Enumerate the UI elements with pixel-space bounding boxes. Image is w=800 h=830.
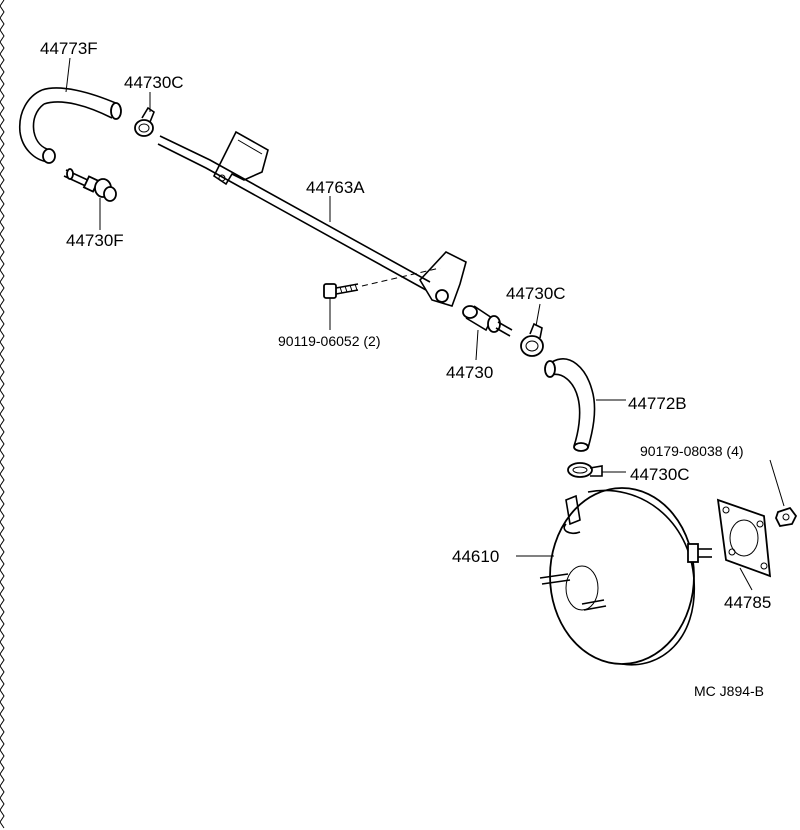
diagram-code: MC J894-B — [694, 683, 764, 699]
clamp-44730C-mid — [520, 322, 544, 357]
label-44785: 44785 — [724, 593, 771, 612]
gasket-44785 — [716, 498, 772, 578]
leader-44730C-mid — [535, 303, 541, 327]
left-border-zigzag — [0, 0, 5, 829]
label-44730: 44730 — [446, 363, 493, 382]
label-44730C-mid: 44730C — [506, 284, 566, 303]
leader-90179 — [769, 459, 785, 507]
label-90119-06052: 90119-06052 (2) — [278, 333, 380, 349]
label-44763A: 44763A — [306, 178, 365, 197]
label-44730F: 44730F — [66, 231, 124, 250]
clamp-44730C-low — [567, 462, 603, 478]
label-44730C-low: 44730C — [630, 465, 690, 484]
label-44730C-top: 44730C — [124, 73, 184, 92]
pipe-44763A — [157, 130, 467, 307]
check-valve-44730 — [462, 305, 513, 337]
hose-44773F — [18, 87, 122, 164]
leader-44785 — [739, 567, 753, 591]
leader-44773F — [65, 57, 71, 93]
brake-booster-44610 — [539, 487, 712, 666]
label-44772B: 44772B — [628, 394, 687, 413]
nut-90179-08038 — [775, 506, 798, 527]
dash-bolt-to-bracket — [361, 267, 441, 287]
label-44610: 44610 — [452, 547, 499, 566]
label-90179-08038: 90179-08038 (4) — [640, 443, 744, 459]
hose-44772B — [544, 358, 596, 452]
label-44773F: 44773F — [40, 39, 98, 58]
leader-44730 — [475, 329, 479, 361]
check-valve-44730F — [63, 168, 117, 202]
clamp-44730C-top — [134, 106, 155, 137]
bolt-90119-06052 — [323, 283, 359, 299]
